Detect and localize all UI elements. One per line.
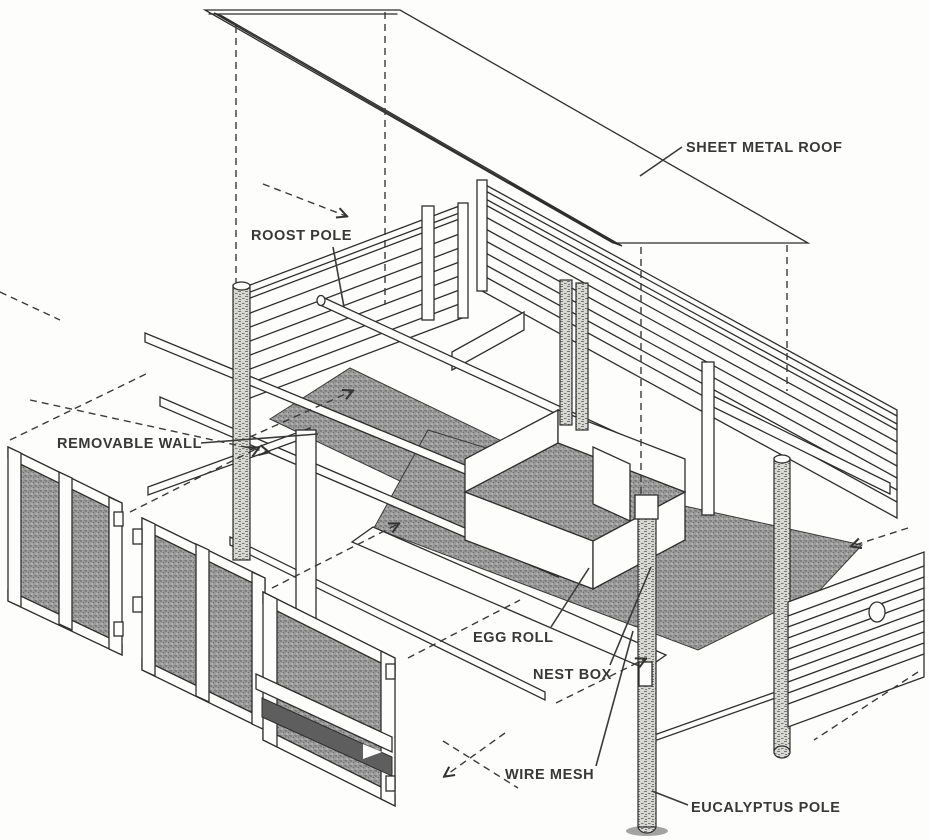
west-wall-corner-post — [457, 202, 469, 319]
hinge — [132, 596, 143, 613]
leader-egg-roll — [550, 567, 590, 628]
leader-removable-wall — [200, 433, 319, 444]
label-egg-roll: EGG ROLL — [473, 630, 554, 646]
pole-cleat — [638, 661, 653, 687]
hinge — [113, 621, 124, 637]
back-wall-end-post — [476, 179, 488, 292]
sheet-metal-roof — [202, 9, 811, 247]
label-nest-box: NEST BOX — [533, 667, 612, 683]
diagram-labels: SHEET METAL ROOF ROOST POLE REMOVABLE WALL… — [57, 140, 842, 816]
label-eucalyptus-pole: EUCALYPTUS POLE — [691, 800, 840, 816]
hinge — [113, 511, 124, 527]
wall-post-b — [575, 282, 589, 431]
corner-pole-left — [232, 281, 251, 561]
pop-hole — [868, 601, 886, 623]
posts-and-poles — [232, 279, 791, 836]
mesh-door-panel — [255, 590, 396, 808]
hinge — [132, 528, 143, 545]
removable-wall-panels — [7, 445, 396, 808]
label-wire-mesh: WIRE MESH — [505, 767, 594, 783]
right-end-panel — [787, 551, 925, 728]
leader-wire-mesh — [595, 630, 634, 767]
leader-eucalyptus-pole — [651, 790, 689, 806]
hinge — [385, 775, 396, 792]
assembly-guides — [0, 12, 919, 789]
back-wall — [476, 179, 898, 520]
west-wall-post — [421, 205, 435, 321]
eucalyptus-pole-center — [626, 494, 668, 836]
pole-top-cap — [634, 494, 659, 520]
label-removable-wall: REMOVABLE WALL — [57, 436, 202, 452]
label-roost-pole: ROOST POLE — [251, 228, 352, 244]
front-post-right — [701, 361, 715, 516]
mesh-panel-2 — [132, 516, 266, 732]
nest-box — [463, 408, 687, 591]
wall-post-a — [559, 279, 573, 426]
mesh-panel-1 — [7, 445, 124, 657]
roof-edge-beam — [213, 12, 623, 247]
leader-nest-box — [609, 566, 652, 666]
mid-rail — [159, 396, 559, 578]
hinge — [385, 663, 396, 680]
leader-sheet-metal-roof — [639, 146, 683, 177]
corner-pole-right — [773, 454, 791, 759]
label-sheet-metal-roof: SHEET METAL ROOF — [686, 140, 842, 156]
door-shelf-board — [255, 672, 393, 754]
leader-roost-pole — [332, 246, 345, 308]
